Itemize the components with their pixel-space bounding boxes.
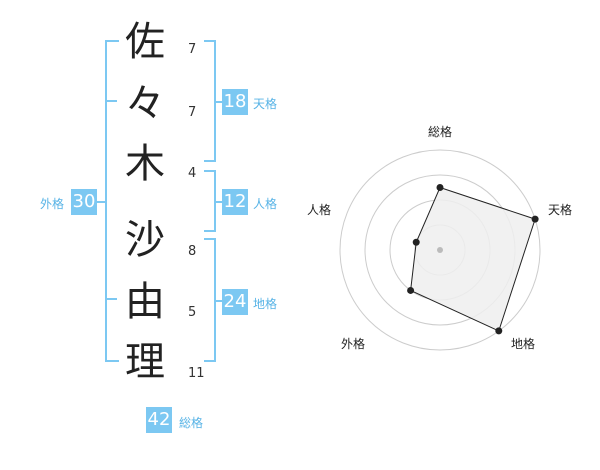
jinkaku-connector <box>214 201 222 203</box>
chikaku-badge: 24 <box>222 289 248 315</box>
radar-center <box>437 247 443 253</box>
gaikaku-badge: 30 <box>71 189 97 215</box>
soukaku-badge: 42 <box>146 407 172 433</box>
radar-point-5 <box>412 238 420 246</box>
radar-point-1 <box>436 184 444 191</box>
chikaku-label: 地格 <box>253 297 278 311</box>
gaikaku-label: 外格 <box>40 197 65 211</box>
radar-point-2 <box>531 215 539 223</box>
gaikaku-bracket <box>105 40 119 362</box>
radar-axis-label-soukaku: 総格 <box>428 125 453 139</box>
name-char-1: 佐 <box>125 19 165 65</box>
radar-polygon <box>410 186 536 332</box>
radar-axis-label-tenkaku: 天格 <box>548 203 573 217</box>
gaikaku-bracket-tick-top <box>105 100 117 102</box>
tenkaku-label: 天格 <box>253 97 278 111</box>
chikaku-connector <box>214 300 222 302</box>
tenkaku-connector <box>214 101 222 103</box>
stroke-count-4: 8 <box>188 244 197 259</box>
name-char-3: 木 <box>125 141 165 187</box>
stroke-count-2: 7 <box>188 105 197 120</box>
tenkaku-badge: 18 <box>222 89 248 115</box>
radar-point-4 <box>407 286 415 294</box>
gaikaku-connector <box>97 201 105 203</box>
name-char-2: 々 <box>125 81 165 127</box>
name-char-6: 理 <box>125 339 165 385</box>
stroke-count-5: 5 <box>188 305 197 320</box>
soukaku-label: 総格 <box>179 416 204 430</box>
radar-axis-label-chikaku: 地格 <box>511 337 536 351</box>
gaikaku-bracket-tick-bottom <box>105 298 117 300</box>
radar-ring <box>339 149 541 351</box>
radar-axis-label-jinkaku: 人格 <box>307 203 332 217</box>
radar-axis-label-gaikaku: 外格 <box>341 337 366 351</box>
radar-point-3 <box>495 327 503 335</box>
name-char-4: 沙 <box>125 217 165 263</box>
jinkaku-label: 人格 <box>253 197 278 211</box>
stroke-count-1: 7 <box>188 42 197 57</box>
jinkaku-badge: 12 <box>222 189 248 215</box>
stroke-count-6: 11 <box>188 366 205 381</box>
name-char-5: 由 <box>125 279 165 325</box>
stroke-count-3: 4 <box>188 166 197 181</box>
